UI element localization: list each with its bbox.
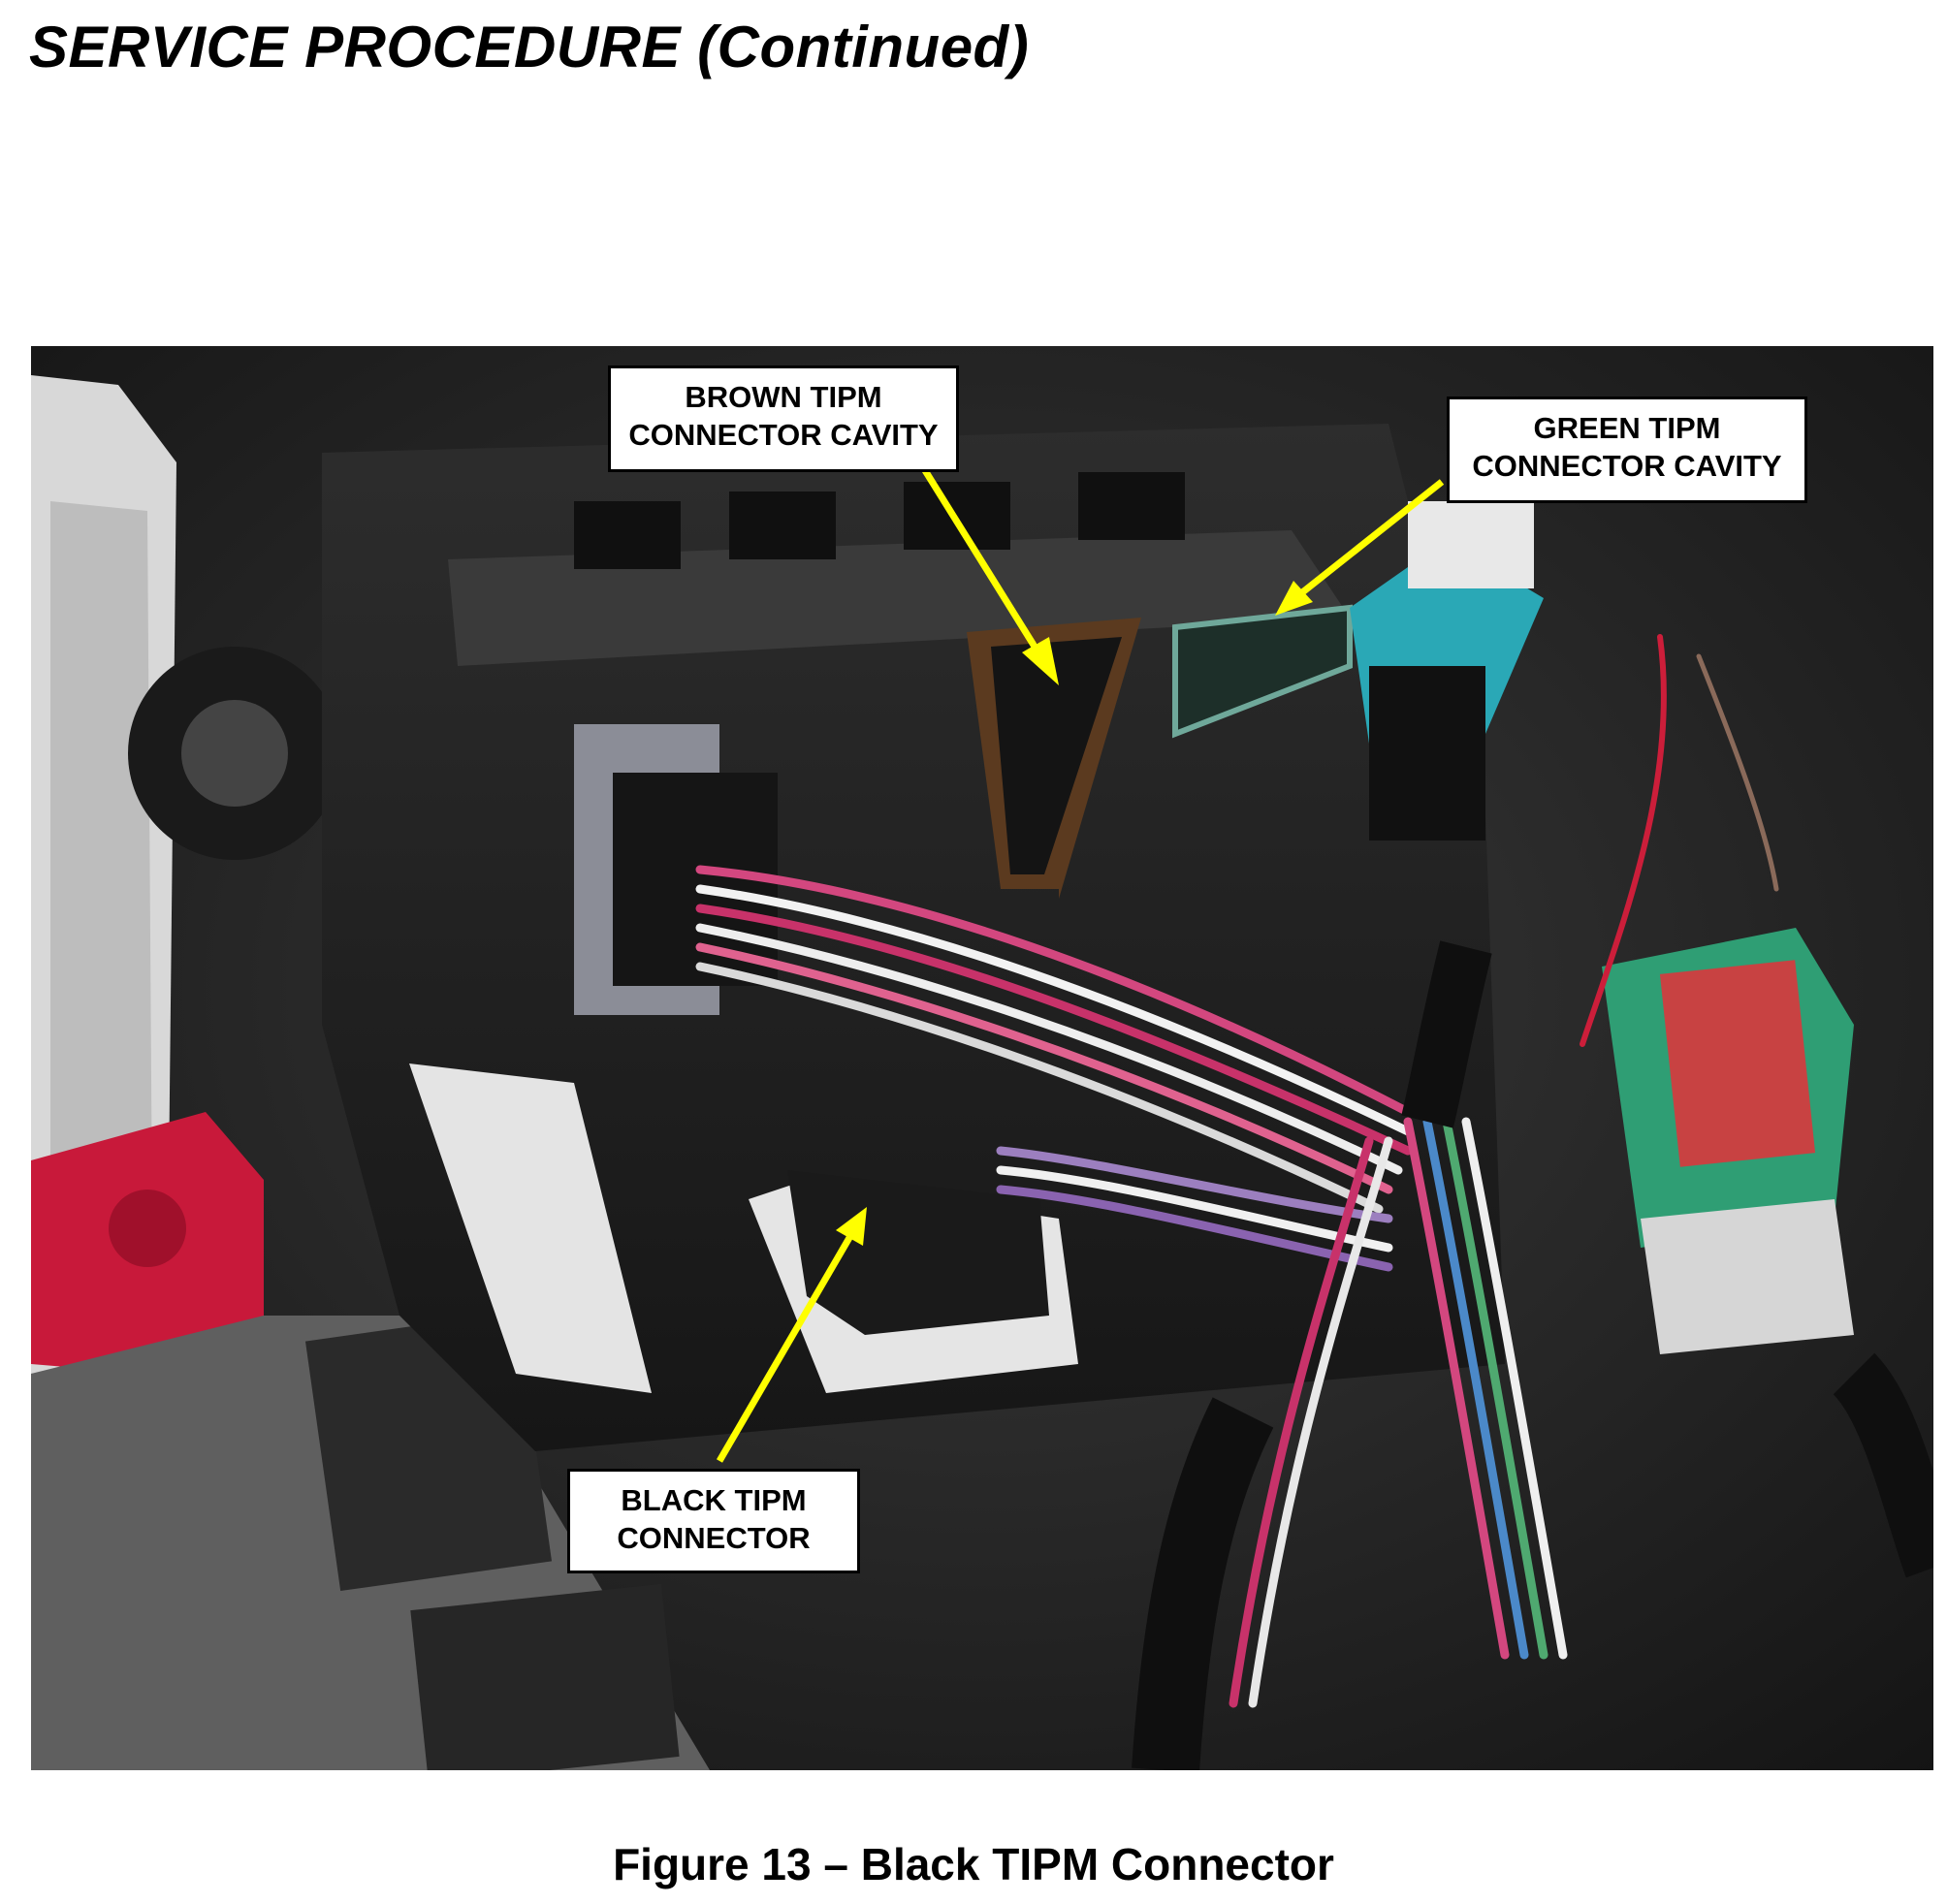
- callout-line: BROWN TIPM: [685, 380, 882, 414]
- green-tipm-callout: GREEN TIPM CONNECTOR CAVITY: [1447, 397, 1807, 503]
- callout-line: GREEN TIPM: [1533, 411, 1721, 445]
- callout-line: CONNECTOR: [617, 1521, 811, 1555]
- callout-line: BLACK TIPM: [621, 1483, 807, 1517]
- engine-bay-illustration: [31, 346, 1933, 1770]
- callout-line: CONNECTOR CAVITY: [628, 418, 939, 452]
- figure-caption: Figure 13 – Black TIPM Connector: [613, 1839, 1334, 1889]
- engine-bay-photo: BROWN TIPM CONNECTOR CAVITY GREEN TIPM C…: [31, 346, 1933, 1770]
- page-heading: SERVICE PROCEDURE (Continued): [29, 15, 1030, 79]
- brown-tipm-callout: BROWN TIPM CONNECTOR CAVITY: [608, 365, 959, 472]
- black-tipm-callout: BLACK TIPM CONNECTOR: [567, 1469, 860, 1573]
- callout-line: CONNECTOR CAVITY: [1472, 449, 1782, 483]
